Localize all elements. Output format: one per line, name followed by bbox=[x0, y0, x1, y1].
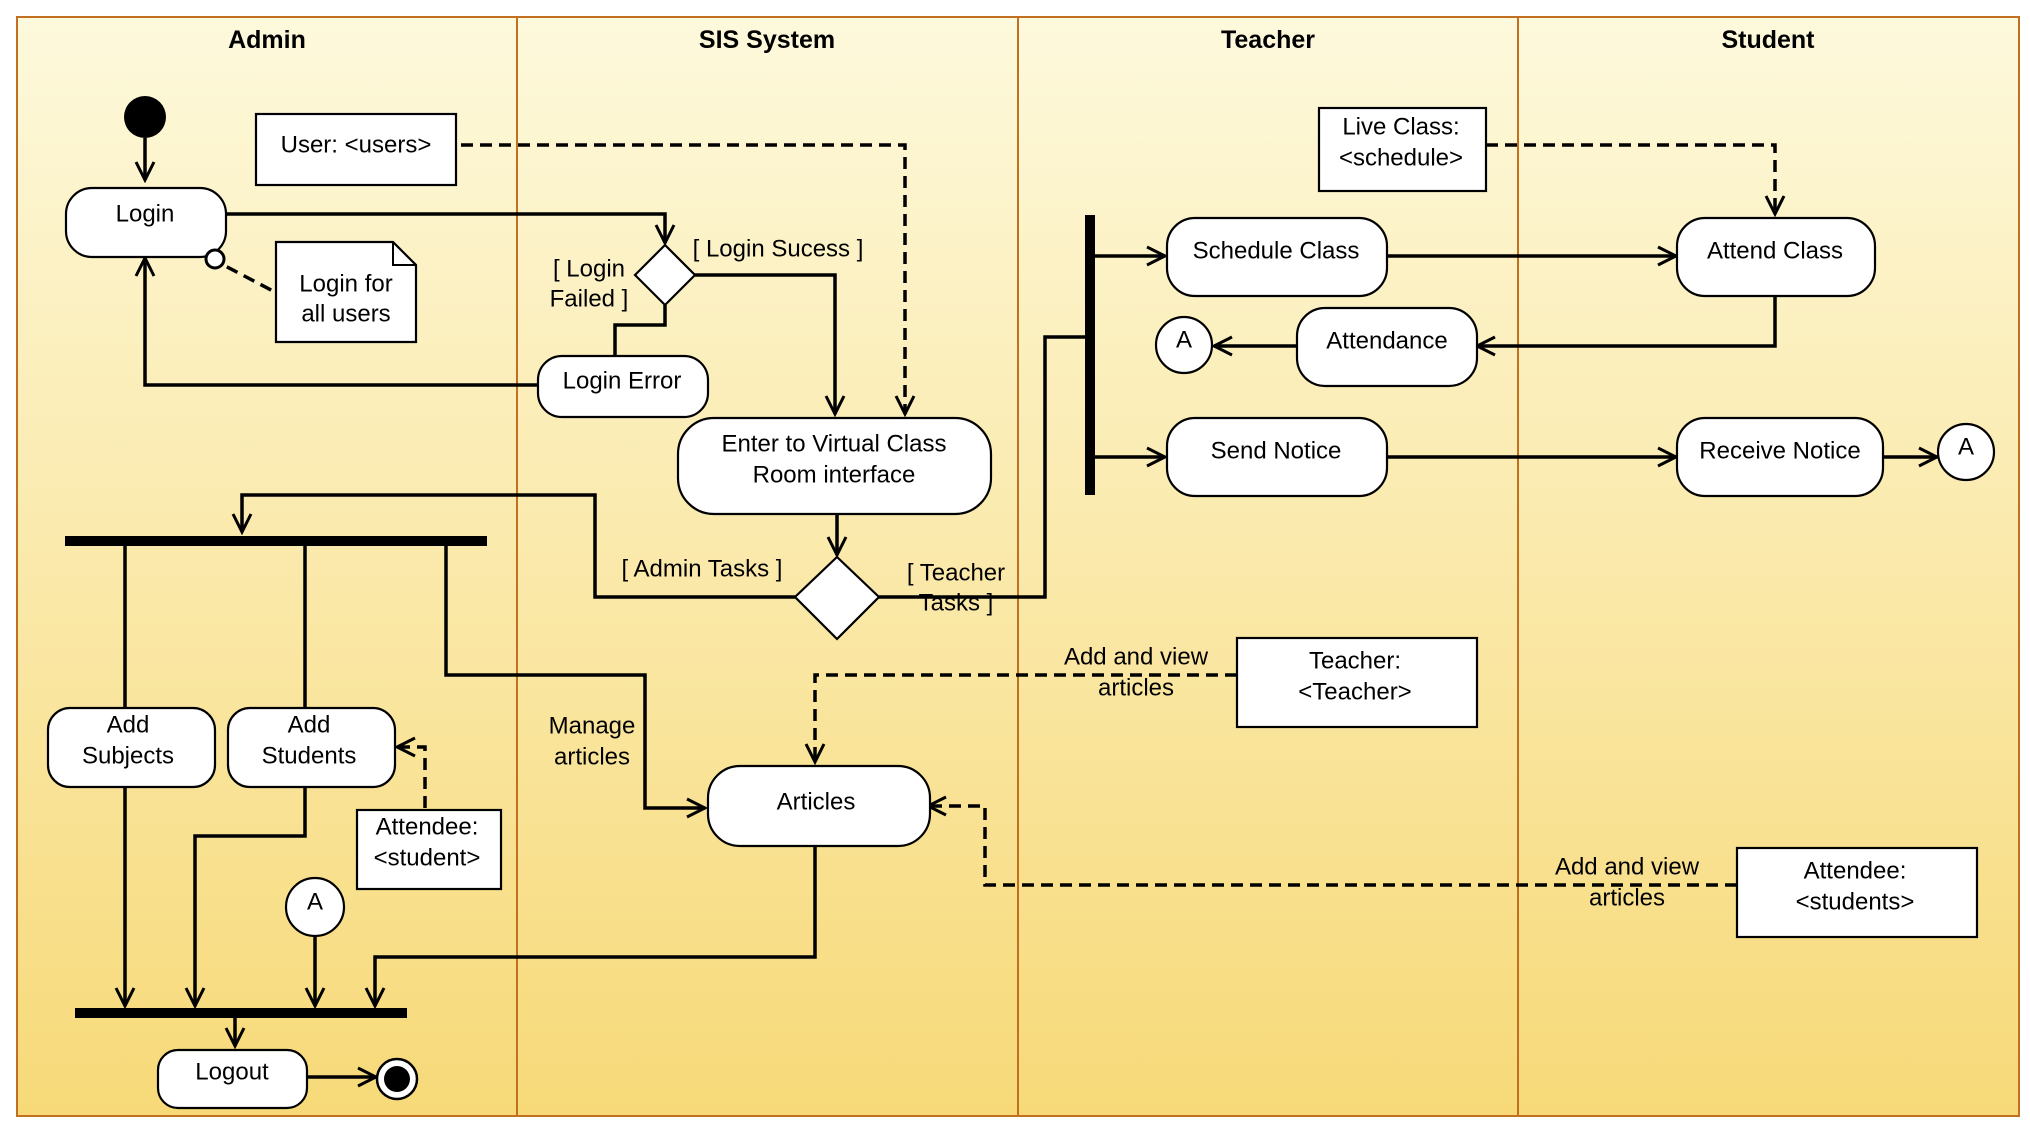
connector-a bbox=[284, 876, 346, 938]
add-subjects-label: Add bbox=[107, 711, 150, 738]
dep-teacher-to-articles bbox=[815, 673, 1237, 762]
user-object-label: User: <users> bbox=[281, 131, 432, 158]
dep-attendee-to-add-students bbox=[397, 747, 427, 808]
guard-login-failed: [ Login bbox=[553, 255, 625, 282]
initial-node bbox=[124, 96, 166, 138]
attend-class-action[interactable] bbox=[1675, 216, 1877, 298]
admin-fork-bar bbox=[65, 536, 487, 546]
add-subjects-action[interactable] bbox=[46, 706, 217, 789]
edge-label-teacher-articles: Add and view bbox=[1064, 643, 1209, 670]
edge-label-student-articles: articles bbox=[1589, 884, 1665, 911]
task-decision bbox=[793, 555, 881, 641]
teacher-object-label: <Teacher> bbox=[1298, 678, 1411, 705]
control-flows bbox=[125, 138, 1937, 1077]
add-students-label: Add bbox=[288, 711, 331, 738]
lane-title-teacher: Teacher bbox=[1221, 26, 1315, 54]
logout-action[interactable] bbox=[156, 1048, 309, 1110]
note-anchor-icon bbox=[204, 248, 226, 270]
enter-vclass-label: Room interface bbox=[753, 461, 916, 488]
add-students-label: Students bbox=[262, 742, 357, 769]
attendee-student-object bbox=[355, 808, 503, 891]
lane-title-student: Student bbox=[1721, 26, 1815, 54]
flow-login-failed bbox=[613, 305, 667, 356]
send-notice-action[interactable] bbox=[1165, 416, 1389, 498]
connector-a-label: A bbox=[307, 888, 323, 915]
live-class-label: <schedule> bbox=[1339, 144, 1463, 171]
attendee-student-label: <student> bbox=[374, 844, 481, 871]
login-decision bbox=[633, 243, 697, 307]
edge-label-teacher-articles: articles bbox=[1098, 674, 1174, 701]
dep-attendee-to-articles bbox=[928, 806, 1737, 887]
flow-attend-to-attendance bbox=[1477, 296, 1777, 346]
flow-teacher-tasks bbox=[879, 335, 1090, 599]
connector-a bbox=[1154, 315, 1214, 375]
enter-vclass-label: Enter to Virtual Class bbox=[722, 430, 947, 457]
login-action[interactable] bbox=[64, 186, 228, 259]
login-label: Login bbox=[116, 200, 175, 227]
articles-label: Articles bbox=[777, 788, 856, 815]
connector-a-label: A bbox=[1176, 326, 1192, 353]
svg-text:Login for: Login for bbox=[299, 270, 392, 297]
attendee-students-object bbox=[1735, 846, 1979, 939]
attendee-students-label: <students> bbox=[1796, 888, 1915, 915]
teacher-object bbox=[1235, 636, 1479, 729]
guard-admin-tasks: [ Admin Tasks ] bbox=[622, 555, 783, 582]
admin-join-bar bbox=[75, 1008, 407, 1018]
dep-user-to-vclass bbox=[442, 143, 905, 414]
dep-liveclass-to-attend bbox=[1486, 143, 1775, 214]
teacher-fork-bar bbox=[1085, 215, 1095, 495]
attendee-students-label: Attendee: bbox=[1804, 857, 1907, 884]
login-note: Login for all users bbox=[274, 240, 418, 344]
flow-login-success bbox=[695, 273, 835, 414]
lane-title-sis-system: SIS System bbox=[699, 26, 835, 54]
connector-a-label: A bbox=[1958, 433, 1974, 460]
object-flows bbox=[209, 143, 1775, 887]
lane-title-admin: Admin bbox=[228, 26, 306, 54]
flow-students-to-join bbox=[195, 786, 307, 1006]
live-class-object bbox=[1317, 106, 1488, 193]
schedule-class-label: Schedule Class bbox=[1193, 237, 1360, 264]
add-students-action[interactable] bbox=[226, 706, 397, 789]
flow-fork-articles bbox=[444, 541, 705, 808]
attendee-student-label: Attendee: bbox=[376, 813, 479, 840]
guard-teacher-tasks: [ Teacher bbox=[907, 559, 1005, 586]
login-error-action[interactable] bbox=[536, 354, 710, 419]
edge-label-manage-articles: Manage bbox=[549, 712, 636, 739]
final-node-inner bbox=[384, 1066, 410, 1092]
swimlanes: Admin SIS System Teacher Student bbox=[16, 16, 2020, 1117]
articles-action[interactable] bbox=[706, 764, 932, 848]
attend-class-label: Attend Class bbox=[1707, 237, 1843, 264]
enter-vclass-action[interactable] bbox=[676, 416, 993, 516]
edge-label-manage-articles: articles bbox=[554, 743, 630, 770]
guard-teacher-tasks: Tasks ] bbox=[919, 589, 994, 616]
logout-label: Logout bbox=[195, 1058, 269, 1085]
add-subjects-label: Subjects bbox=[82, 742, 174, 769]
teacher-object-label: Teacher: bbox=[1309, 647, 1401, 674]
user-object bbox=[254, 112, 458, 187]
flow-login-to-decision bbox=[227, 212, 665, 243]
flow-articles-to-join bbox=[375, 846, 817, 1006]
login-error-label: Login Error bbox=[563, 367, 682, 394]
receive-notice-label: Receive Notice bbox=[1699, 437, 1860, 464]
attendance-label: Attendance bbox=[1326, 327, 1447, 354]
guard-login-failed: Failed ] bbox=[550, 285, 629, 312]
flow-error-to-login bbox=[145, 258, 538, 387]
svg-text:all users: all users bbox=[301, 300, 390, 327]
connector-a bbox=[1936, 422, 1996, 482]
receive-notice-action[interactable] bbox=[1675, 416, 1885, 498]
live-class-label: Live Class: bbox=[1342, 113, 1459, 140]
schedule-class-action[interactable] bbox=[1165, 216, 1389, 298]
guard-login-success: [ Login Sucess ] bbox=[693, 235, 864, 262]
flow-admin-tasks bbox=[242, 493, 795, 599]
edge-label-student-articles: Add and view bbox=[1555, 853, 1700, 880]
attendance-action[interactable] bbox=[1295, 306, 1479, 388]
send-notice-label: Send Notice bbox=[1211, 437, 1342, 464]
